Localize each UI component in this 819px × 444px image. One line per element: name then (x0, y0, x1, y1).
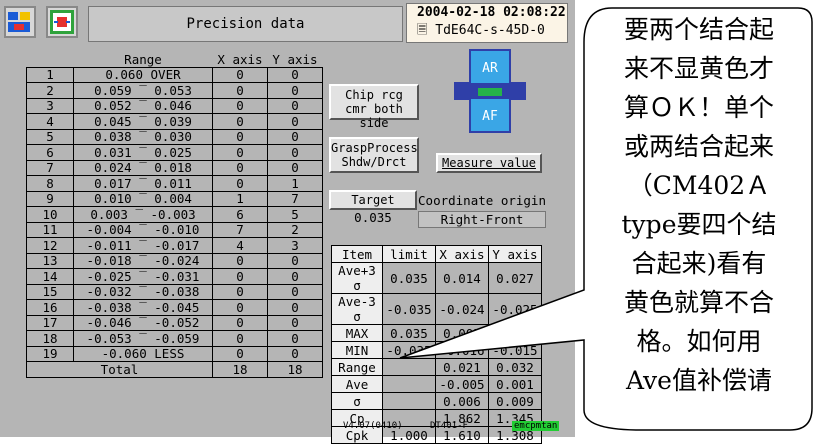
coordinate-origin-value: Right-Front (418, 211, 546, 228)
callout-line: Ave值补偿请 (626, 366, 772, 395)
stat-y: 0.027 (488, 262, 542, 294)
measure-value-button[interactable]: Measure value (436, 153, 542, 173)
machine-icon (8, 12, 30, 32)
total-label: Total (26, 361, 213, 378)
range-value: -0.060 LESS (73, 345, 213, 362)
stat-limit: 0.035 (382, 324, 436, 342)
callout-line: 合起来)看有 (631, 249, 767, 278)
timestamp-panel: 2004-02-18 02:08:22 🗏 TdE64C-s-45D-0 (406, 3, 568, 43)
target-button[interactable]: Target (329, 190, 417, 210)
row-index: 16 (26, 299, 74, 316)
stat-limit: -0.035 (382, 293, 436, 325)
grasp-process-button[interactable]: GraspProcess Shdw/Drct (329, 137, 419, 173)
component-icon-button[interactable] (46, 6, 78, 38)
callout-line: 来不显黄色才 (623, 54, 774, 83)
row-index: 15 (26, 283, 74, 300)
model-text: DT401-F (430, 421, 468, 431)
total-y: 18 (267, 361, 323, 378)
version-text: V4.07(0410) (343, 421, 403, 431)
x-axis-header: X axis (217, 51, 263, 67)
stat-name: Ave+3 σ (331, 262, 383, 294)
stat-x: 0.021 (435, 358, 489, 376)
stat-name: Ave-3 σ (331, 293, 383, 325)
callout-line: （CM402Ａ (627, 171, 771, 200)
callout-line: 或两结合起来 (623, 132, 774, 161)
stats-row: Ave-3 σ-0.035-0.024-0.025 (331, 293, 542, 325)
file-icon: 🗏 (417, 23, 428, 38)
machine-screen: Precision data 2004-02-18 02:08:22 🗏 TdE… (0, 0, 575, 444)
stats-x-header: X axis (435, 245, 489, 263)
chip-recognition-camera-button[interactable]: Chip rcg cmr both side (329, 84, 419, 130)
machine-icon-button[interactable] (4, 6, 36, 38)
range-value: 0.052 ‾ 0.046 (73, 97, 213, 114)
total-x: 18 (212, 361, 268, 378)
chip-label-ar: AR (482, 61, 498, 76)
callout-text: 要两个结合起来不显黄色才算ＯＫ！单个或两结合起来 （CM402Ａ type要四个结合… (590, 10, 808, 400)
page-title: Precision data (88, 6, 403, 42)
stat-y: 0.032 (488, 358, 542, 376)
range-value: -0.025 ‾ -0.031 (73, 268, 213, 285)
row-index: 18 (26, 330, 74, 347)
stat-name: Cp (331, 409, 383, 427)
total-row: Total 18 18 (26, 361, 323, 378)
status-indicator: emcpmtan (512, 421, 560, 431)
range-value: -0.053 ‾ -0.059 (73, 330, 213, 347)
stats-header-row: Item limit X axis Y axis (331, 245, 542, 263)
item-header: Item (331, 245, 383, 263)
callout-line: 黄色就算不合 (623, 288, 774, 317)
range-value: -0.046 ‾ -0.052 (73, 314, 213, 331)
date-time: 2004-02-18 02:08:22 (417, 5, 566, 20)
file-name: TdE64C-s-45D-0 (435, 23, 545, 38)
coordinate-origin-label: Coordinate origin (418, 193, 546, 208)
range-header: Range (124, 51, 162, 67)
callout-line: 要两个结合起 (623, 15, 774, 44)
y-axis-header: Y axis (272, 51, 318, 67)
callout-line: 格。如何用 (636, 327, 762, 356)
stat-x: 0.006 (435, 392, 489, 410)
callout-line: type要四个结 (621, 210, 777, 239)
chip-label-af: AF (482, 109, 498, 124)
row-index: 19 (26, 345, 74, 362)
chip-diagram: AR AF (454, 49, 526, 133)
stat-name: MAX (331, 324, 383, 342)
row-index: 12 (26, 237, 74, 254)
range-value: 0.031 ‾ 0.025 (73, 144, 213, 161)
stat-x: -0.005 (435, 375, 489, 393)
range-value: 0.010 ‾ 0.004 (73, 190, 213, 207)
range-value: -0.004 ‾ -0.010 (73, 221, 213, 238)
stat-x: 0.014 (435, 262, 489, 294)
stat-name: Ave (331, 375, 383, 393)
stat-x: 1.862 (435, 409, 489, 427)
range-value: -0.032 ‾ -0.038 (73, 283, 213, 300)
target-value: 0.035 (354, 210, 392, 225)
callout-line: 算ＯＫ！单个 (623, 93, 774, 122)
stats-y-header: Y axis (488, 245, 542, 263)
component-icon (50, 10, 74, 34)
stat-limit: 0.035 (382, 262, 436, 294)
